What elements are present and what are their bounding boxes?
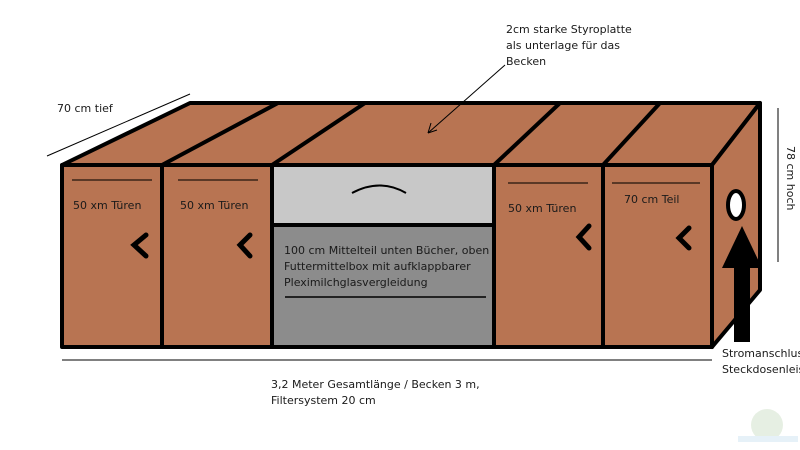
power-arrow [722, 226, 762, 342]
door-3 [492, 163, 605, 349]
middle-top [270, 163, 496, 227]
depth-label: 70 cm tief [57, 102, 113, 115]
watermark-logo [738, 409, 798, 442]
cabinet-top [60, 101, 762, 167]
handle-icon [575, 223, 592, 251]
length-label: 3,2 Meter Gesamtlänge / Becken 3 m,Filte… [271, 378, 480, 407]
door-1-label: 50 xm Türen [73, 199, 142, 212]
door-4-label: 70 cm Teil [624, 193, 680, 206]
door-3-label: 50 xm Türen [508, 202, 577, 215]
cable-hole [726, 189, 746, 221]
handle-icon [130, 232, 149, 259]
handle-icon [236, 232, 253, 259]
door-2 [160, 163, 274, 349]
door-4 [601, 163, 714, 349]
lid-handle-icon [351, 184, 407, 194]
height-label: 78 cm hoch [784, 146, 797, 211]
door-2-label: 50 xm Türen [180, 199, 249, 212]
handle-icon [675, 225, 692, 251]
power-label: StromanschlussSteckdosenleis [722, 347, 800, 376]
